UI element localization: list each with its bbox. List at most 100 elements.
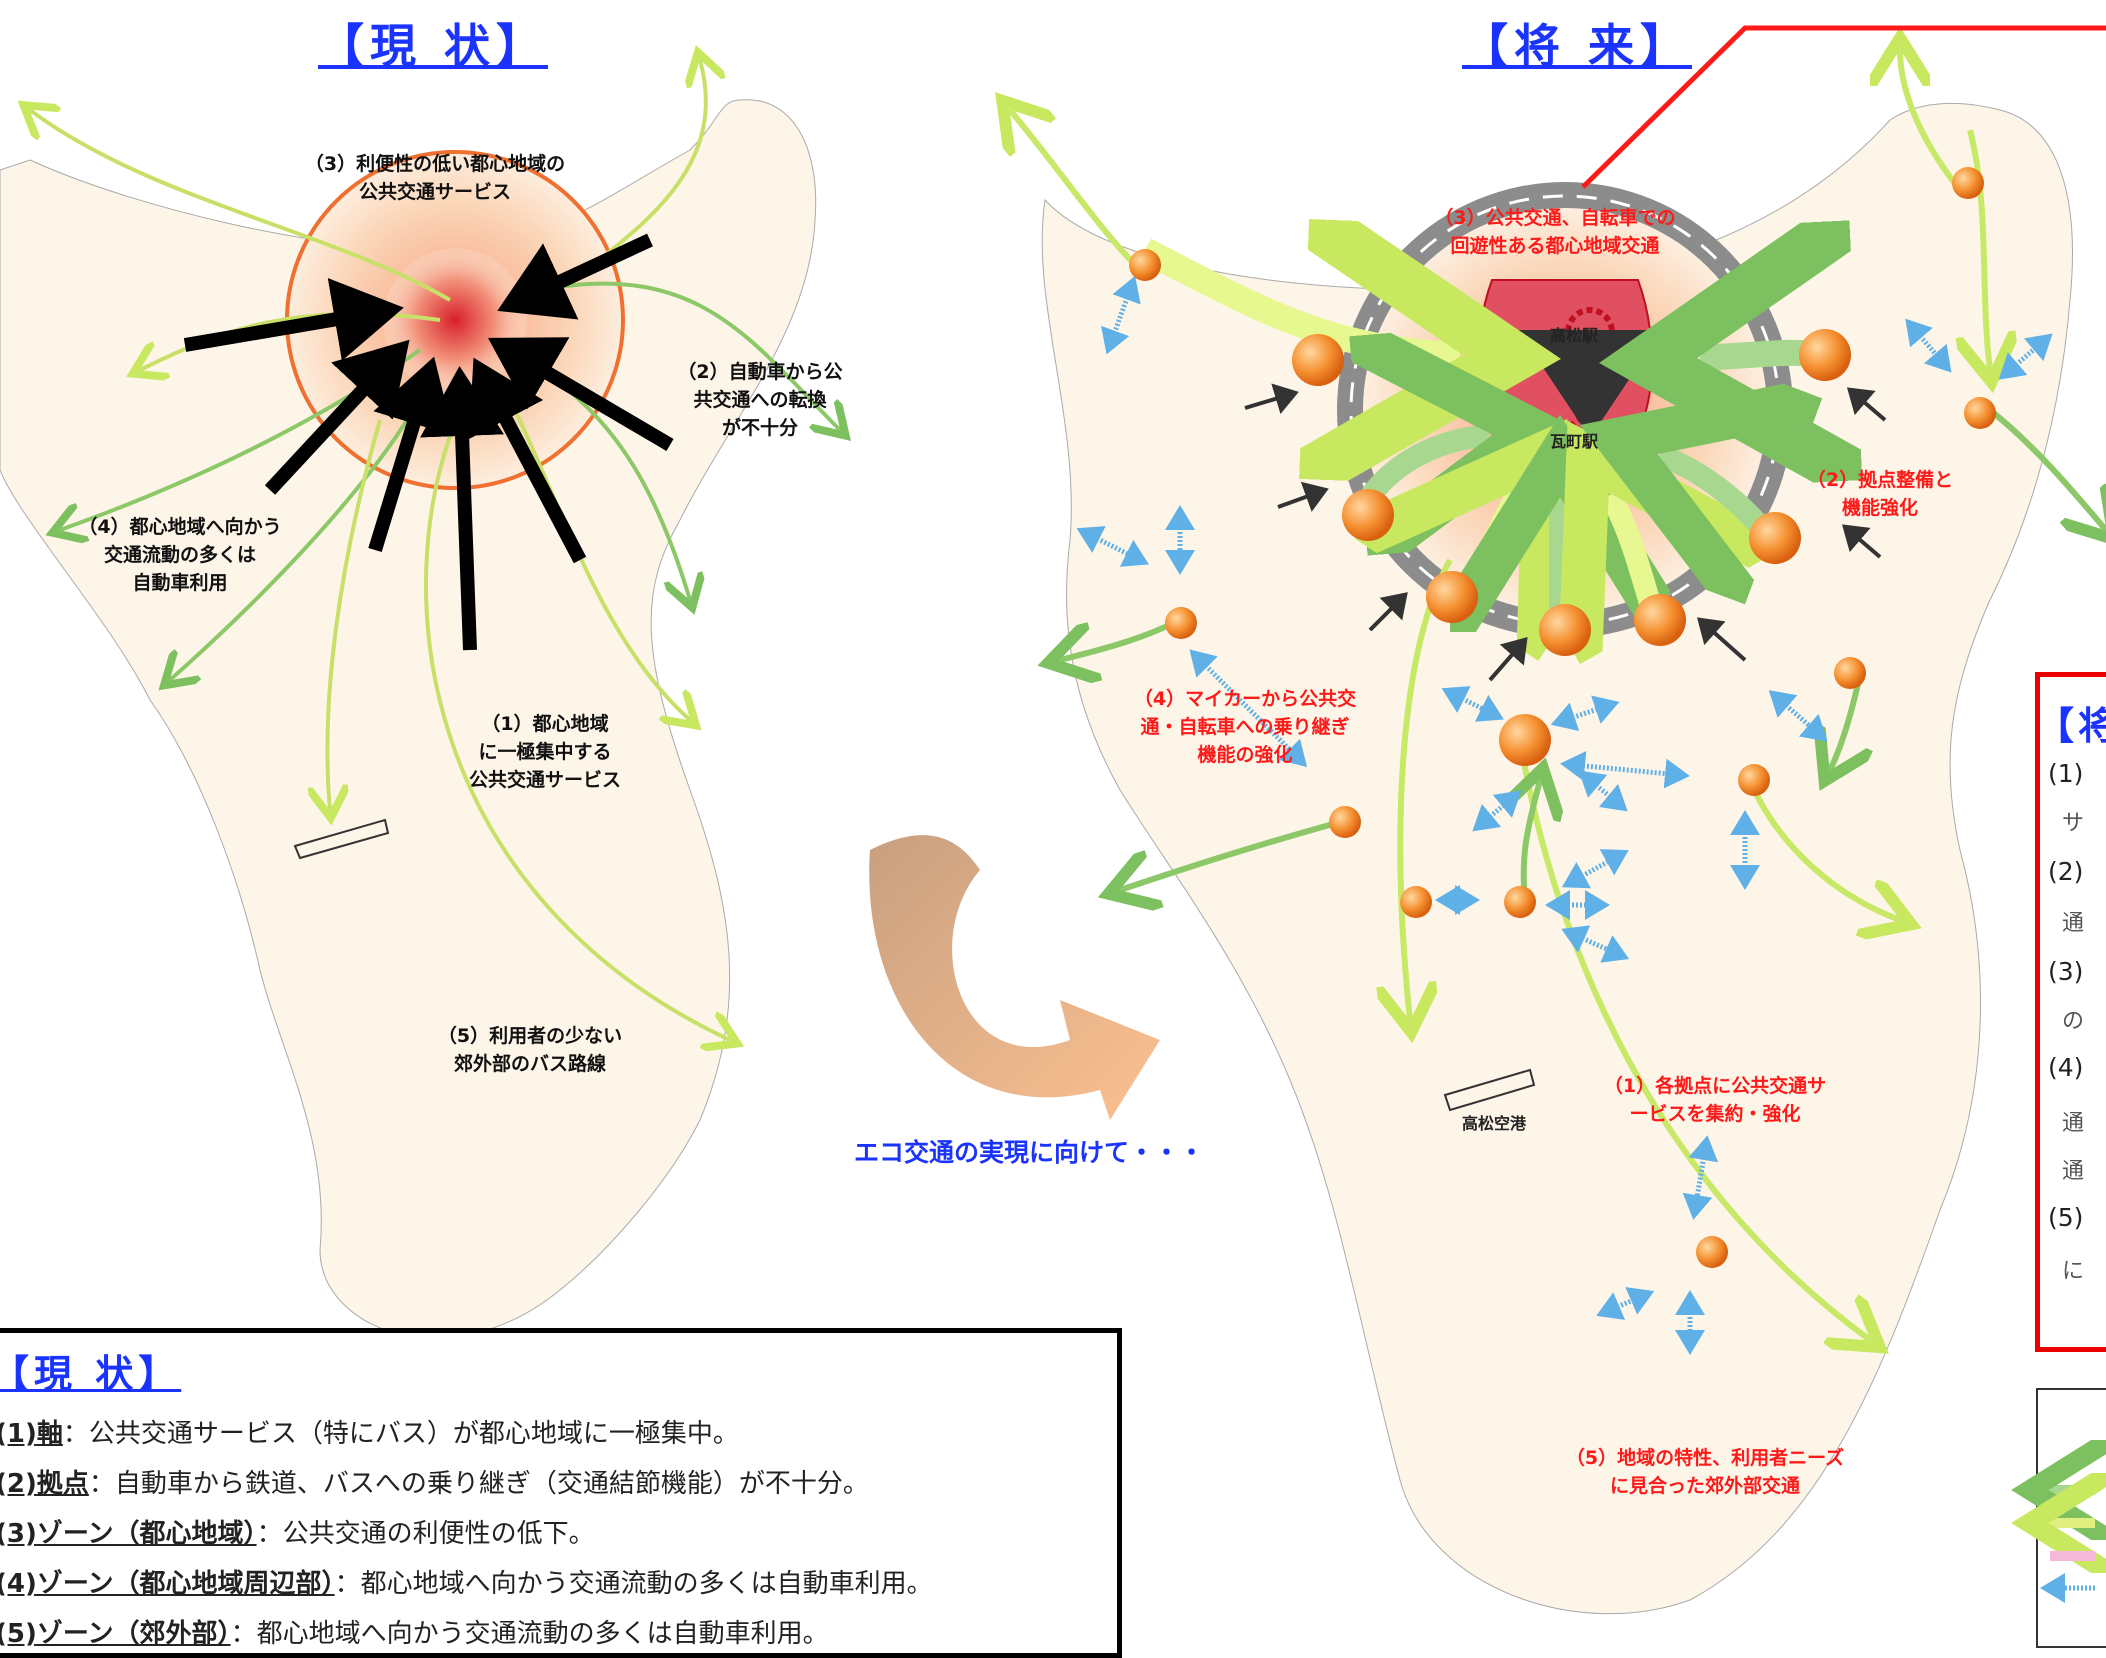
future-summary-heading: 【将 [2036, 704, 2106, 748]
current-label-1: （1）都心地域 に一極集中する 公共交通サービス [468, 713, 621, 791]
future-car-arrows [1244, 383, 1887, 682]
future-label-4: （4）マイカーから公共交 通・自転車への乗り継ぎ 機能の強化 [1133, 688, 1357, 766]
future-item-4b-sub: 通 [2062, 1159, 2085, 1184]
current-label-2: （2）自動車から公 共交通への転換 が不十分 [677, 361, 843, 439]
node [1342, 489, 1394, 541]
node [1400, 886, 1432, 918]
route-arrow [1747, 778, 1900, 920]
current-label-3: （3）利便性の低い都心地域の 公共交通サービス [304, 153, 566, 203]
node [1696, 1236, 1728, 1268]
future-title: 【将 来】 [1462, 19, 1693, 73]
car-arrow-small [1368, 592, 1408, 632]
future-airport-icon [1443, 1068, 1536, 1112]
future-item-4: (4) [2048, 1053, 2084, 1082]
takamatsu-station-label: 高松駅 [1550, 326, 1599, 345]
cyan-link [1472, 790, 1522, 832]
current-green-arrow [508, 399, 690, 720]
current-car-arrows [183, 233, 674, 651]
current-title: 【現 状】 [318, 19, 549, 73]
future-label-2: （2）拠点整備と 機能強化 [1806, 469, 1954, 519]
current-hub [383, 248, 527, 392]
current-row-2: (2)拠点：自動車から鉄道、バスへの乗り継ぎ（交通結節機能）が不十分。 [0, 1469, 869, 1499]
current-summary-box: 【現 状】 (1)軸：公共交通サービス（特にバス）が都心地域に一極集中。 (2)… [0, 1328, 1122, 1658]
current-green-arrow [539, 281, 840, 430]
route-arrow [1988, 407, 2106, 530]
car-arrow-small [1841, 524, 1882, 559]
node [1499, 714, 1551, 766]
route-arrow [1900, 50, 1963, 192]
cyan-link [1189, 649, 1308, 768]
future-summary-box: 【将 (1) サ (2) 通 (3) の (4) 通 通 (5) に [2035, 672, 2106, 1352]
cyan-link [1101, 275, 1141, 355]
car-arrow-small [1244, 383, 1299, 415]
current-row-3: (3)ゾーン（都心地域）：公共交通の利便性の低下。 [0, 1519, 595, 1549]
node [1834, 657, 1866, 689]
current-airport-icon [293, 818, 390, 860]
hub-nodes [1129, 167, 1996, 1268]
route-arrow [1120, 819, 1341, 890]
current-summary-heading: 【現 状】 [0, 1352, 182, 1396]
car-arrow-small [1697, 617, 1747, 662]
route-arrow [1830, 674, 1860, 770]
car-arrow-small [1277, 481, 1329, 512]
future-item-3: (3) [2048, 957, 2084, 986]
node [1634, 594, 1686, 646]
callout-line [1581, 25, 2106, 189]
node [1504, 886, 1536, 918]
current-row-5: (5)ゾーン（郊外部）：都心地域へ向かう交通流動の多くは自動車利用。 [0, 1619, 829, 1649]
cyan-links [1076, 275, 2053, 1355]
cyan-link [1768, 690, 1828, 742]
future-item-1-sub: サ [2062, 811, 2085, 836]
node [1749, 512, 1801, 564]
node [1165, 607, 1197, 639]
cyan-link [1441, 686, 1504, 722]
route-arrow [1524, 780, 1540, 901]
node [1964, 397, 1996, 429]
current-row-1: (1)軸：公共交通サービス（特にバス）が都心地域に一極集中。 [0, 1419, 739, 1449]
future-item-5-sub: に [2062, 1259, 2085, 1284]
cyan-link [1076, 526, 1149, 567]
future-label-5: （5）地域の特性、利用者ニーズ に見合った郊外部交通 [1565, 1447, 1845, 1497]
future-item-4-sub: 通 [2062, 1111, 2085, 1136]
current-row-4: (4)ゾーン（都心地域周辺部）：都心地域へ向かう交通流動の多くは自動車利用。 [0, 1569, 933, 1599]
future-item-5: (5) [2048, 1203, 2084, 1232]
car-arrow [183, 278, 404, 361]
car-arrow [420, 366, 505, 651]
transition-arrow [869, 835, 1160, 1120]
future-item-3-sub: の [2062, 1009, 2085, 1034]
car-arrow-small [1846, 387, 1887, 422]
node [1426, 571, 1478, 623]
future-label-1: （1）各拠点に公共交通サ ービスを集約・強化 [1603, 1075, 1827, 1125]
cyan-link [1578, 770, 1628, 812]
kawaramachi-station-label: 瓦町駅 [1550, 432, 1599, 451]
future-item-2-sub: 通 [2062, 911, 2085, 936]
node [1738, 764, 1770, 796]
car-arrow [497, 233, 653, 320]
route-arrow [1010, 110, 1143, 273]
car-arrow [487, 337, 674, 452]
future-item-2: (2) [2048, 857, 2084, 886]
current-green-arrow [424, 409, 730, 1040]
current-green-arrow [30, 110, 452, 302]
current-green-arrow [327, 419, 382, 810]
node [1539, 604, 1591, 656]
node [1129, 249, 1161, 281]
current-label-5: （5）利用者の少ない 郊外部のバス路線 [437, 1025, 623, 1075]
current-label-4: （4）都心地域へ向かう 交通流動の多くは 自動車利用 [78, 516, 282, 594]
car-arrow-small [1488, 636, 1528, 682]
cyan-link [1561, 849, 1629, 889]
route-arrow [1970, 129, 1990, 370]
future-label-3: （3）公共交通、自転車での 回遊性ある都心地域交通 [1434, 207, 1676, 257]
node [1292, 334, 1344, 386]
node [1952, 167, 1984, 199]
future-item-1: (1) [2048, 759, 2084, 788]
airport-label: 高松空港 [1462, 1114, 1527, 1133]
node [1329, 806, 1361, 838]
cyan-link [1560, 751, 1690, 789]
current-map [0, 60, 840, 1339]
eco-caption: エコ交通の実現に向けて・・・ [854, 1138, 1205, 1167]
node [1799, 329, 1851, 381]
cyan-link [1561, 925, 1630, 963]
legend-box [2036, 1388, 2106, 1648]
